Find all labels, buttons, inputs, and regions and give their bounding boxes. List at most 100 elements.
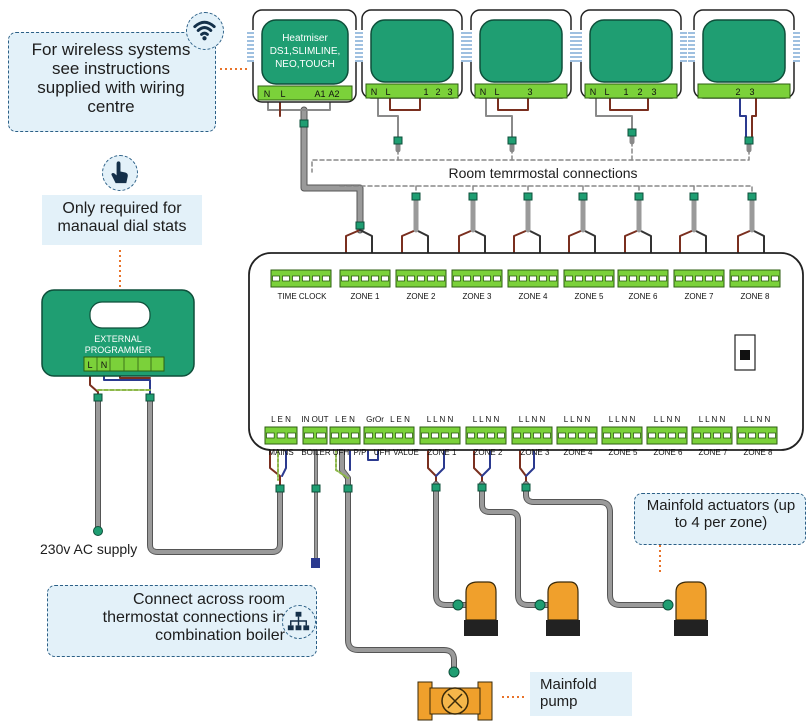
manual-note: Only required for manaual dial stats: [57, 200, 187, 235]
terminal-screw: [287, 432, 296, 439]
pin-label: L L N N: [427, 415, 454, 424]
terminal-screw: [568, 432, 576, 439]
top-label: TIME CLOCK: [278, 292, 328, 301]
wireless-callout: [8, 32, 216, 132]
pin-label: L L N N: [654, 415, 681, 424]
terminal-screw: [304, 432, 314, 439]
terminal-screw: [477, 432, 485, 439]
thermostat-3: [465, 9, 577, 99]
terminal-screw: [509, 275, 517, 282]
wifi-icon: [186, 12, 224, 50]
stat2-pin: 2: [435, 87, 440, 97]
pin-label: L E N: [335, 415, 355, 424]
terminal-screw: [558, 432, 566, 439]
terminal-screw: [703, 432, 711, 439]
manual-callout: [42, 195, 202, 245]
stat1-pin: N: [264, 89, 271, 99]
stat5-pin: 2: [735, 87, 740, 97]
terminal-screw: [371, 275, 379, 282]
stat1-pin: L: [280, 89, 285, 99]
top-label: ZONE 8: [741, 292, 770, 301]
terminal-screw: [473, 275, 481, 282]
terminal-screw: [605, 275, 613, 282]
terminal-screw: [523, 432, 531, 439]
terminal-screw: [266, 432, 275, 439]
terminal-screw: [588, 432, 596, 439]
bottom-label: ZONE 7: [699, 448, 728, 457]
bottom-label: UFH: [333, 448, 350, 457]
bottom-label: VALUE: [393, 448, 419, 457]
stat2-pin: 3: [447, 87, 452, 97]
terminal-screw: [331, 432, 339, 439]
combination-callout: [47, 585, 317, 657]
terminal-screw: [405, 432, 413, 439]
top-label: ZONE 4: [519, 292, 548, 301]
terminal-screw: [513, 432, 521, 439]
terminal-screw: [771, 275, 779, 282]
stat3-pin: L: [494, 87, 499, 97]
terminal-screw: [633, 432, 641, 439]
terminal-screw: [431, 432, 439, 439]
terminal-screw: [395, 432, 403, 439]
terminal-screw: [731, 275, 739, 282]
bottom-label: ZONE 6: [654, 448, 683, 457]
stat5-pin: 3: [749, 87, 754, 97]
terminal-screw: [695, 275, 703, 282]
thermostat-5: [688, 9, 800, 99]
bottom-terminal-labels: MAINS BOILER UFH P/P UFH VALUE ZONE 1 ZO…: [268, 448, 773, 457]
terminal-screw: [463, 275, 471, 282]
terminal-screw: [375, 432, 383, 439]
stat-label-line1: Heatmiser: [282, 33, 328, 44]
top-label: ZONE 5: [575, 292, 604, 301]
terminal-screw: [603, 432, 611, 439]
actuator-3: [662, 581, 708, 636]
wires: [89, 97, 765, 675]
top-label: ZONE 1: [351, 292, 380, 301]
terminal-screw: [748, 432, 756, 439]
wiring-centre: TIME CLOCK ZONE 1 ZONE 2 ZONE 3 ZONE 4 Z…: [248, 252, 804, 457]
terminal-screw: [713, 432, 721, 439]
terminal-screw: [575, 275, 583, 282]
stat1-pin: A1: [314, 89, 325, 99]
terminal-screw: [678, 432, 686, 439]
terminal-screw: [316, 432, 326, 439]
pin-label: L L N N: [564, 415, 591, 424]
terminal-screw: [768, 432, 776, 439]
terminal-screw: [658, 432, 666, 439]
boiler-terminal: [311, 558, 320, 568]
programmer-label-line1: EXTERNAL: [94, 334, 142, 344]
top-label: ZONE 6: [629, 292, 658, 301]
stat-label-line3: NEO,TOUCH: [275, 59, 335, 70]
terminal-screw: [668, 432, 676, 439]
pump-callout: [530, 672, 632, 716]
pin-label: L L N N: [609, 415, 636, 424]
terminal-screw: [493, 275, 501, 282]
terminal-screw: [417, 275, 425, 282]
hand-pointer-icon: [102, 155, 138, 191]
terminal-screw: [487, 432, 495, 439]
terminal-screw: [497, 432, 505, 439]
terminal-screw: [453, 275, 461, 282]
terminal-screw: [549, 275, 557, 282]
terminal-screw: [365, 432, 373, 439]
room-connections-label: Room temrmostal connections: [448, 165, 637, 181]
terminal-screw: [578, 432, 586, 439]
terminal-screw: [533, 432, 541, 439]
terminal-screw: [441, 432, 449, 439]
bottom-label: MAINS: [268, 448, 293, 457]
terminal-screw: [282, 275, 290, 282]
terminal-screw: [529, 275, 537, 282]
top-screws: [272, 275, 779, 282]
terminal-screw: [685, 275, 693, 282]
top-label: ZONE 2: [407, 292, 436, 301]
terminal-screw: [675, 275, 683, 282]
terminal-screw: [361, 275, 369, 282]
actuator-2: [534, 581, 580, 636]
terminal-screw: [519, 275, 527, 282]
stat1-pin: A2: [328, 89, 339, 99]
terminal-screw: [738, 432, 746, 439]
thermostat-2: [356, 9, 468, 99]
terminal-screw: [421, 432, 429, 439]
programmer-display: [89, 301, 151, 329]
terminal-screw: [467, 432, 475, 439]
